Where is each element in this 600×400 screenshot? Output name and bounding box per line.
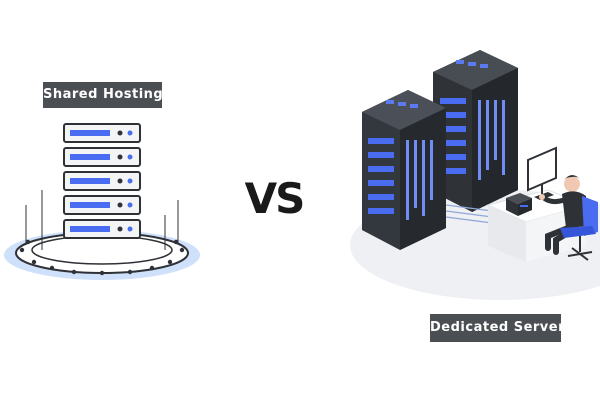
server-tower-front — [362, 90, 446, 250]
versus-text: VS — [244, 174, 306, 223]
light-lines — [25, 190, 179, 250]
monitor-icon — [527, 146, 557, 200]
office-chair-icon — [560, 196, 598, 261]
server-tower-back — [433, 50, 518, 212]
dedicated-server-label: Dedicated Server — [430, 314, 565, 342]
person-at-computer-icon — [539, 175, 588, 255]
platform-dots — [19, 239, 185, 276]
server-units — [63, 123, 141, 239]
shared-hosting-label: Shared Hosting — [43, 82, 163, 108]
desktop-server-box — [506, 193, 532, 216]
